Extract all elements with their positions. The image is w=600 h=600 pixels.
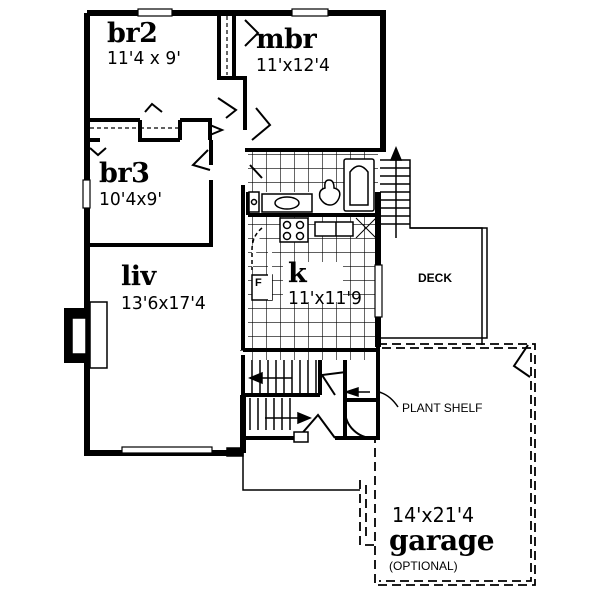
front-stairs [248, 360, 370, 443]
rear-stairs [380, 146, 483, 345]
fridge-label: F [255, 277, 262, 289]
room-size-kitchen: 11'x11'9 [288, 288, 362, 309]
windows [82, 8, 383, 454]
room-name-deck: DECK [418, 271, 453, 285]
room-size-mbr: 11'x12'4 [256, 55, 330, 76]
room-name-mbr: mbr [256, 24, 317, 55]
garage-note: (OPTIONAL) [389, 559, 458, 573]
room-size-garage: 14'x21'4 [392, 503, 475, 527]
plant-shelf-leader [378, 391, 399, 408]
porch [226, 447, 360, 491]
room-name-kitchen: k [288, 258, 307, 289]
plant-shelf-label: PLANT SHELF [402, 401, 483, 415]
bath-fixtures [248, 158, 375, 213]
kitchen-fixtures [251, 217, 377, 302]
doors [89, 19, 531, 440]
room-size-br2: 11'4 x 9' [107, 48, 181, 69]
room-name-br2: br2 [107, 18, 158, 49]
closet-shelves [90, 16, 228, 129]
room-name-garage: garage [389, 524, 495, 557]
deck-outline [378, 227, 488, 339]
room-size-liv: 13'6x17'4 [121, 293, 206, 314]
garage-outline [359, 343, 536, 586]
interior-walls [87, 13, 383, 440]
room-name-liv: liv [121, 261, 156, 292]
room-size-br3: 10'4x9' [99, 189, 163, 210]
fireplace [64, 301, 108, 369]
room-name-br3: br3 [99, 158, 150, 189]
